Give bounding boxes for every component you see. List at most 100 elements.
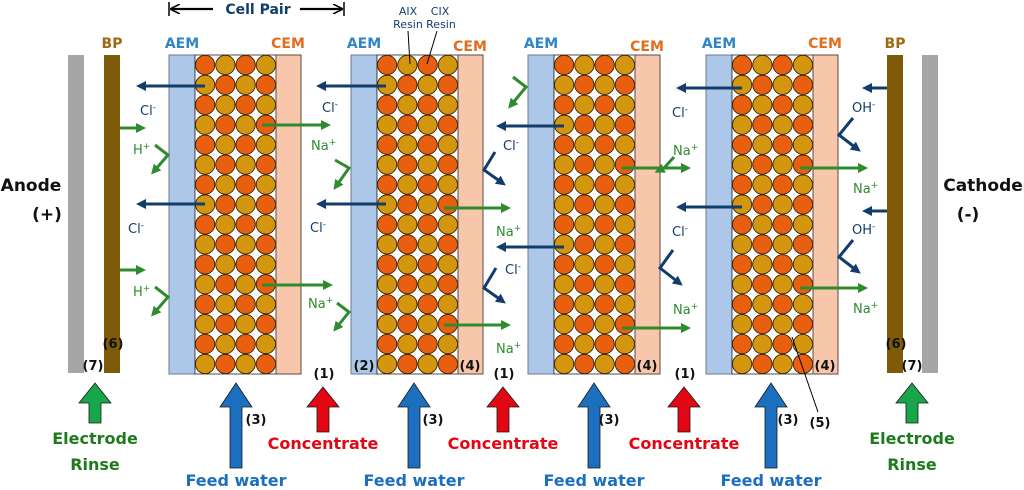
- aix-resin-bead: [397, 54, 418, 76]
- cix-resin-bead: [732, 54, 753, 76]
- aix-resin-bead: [752, 54, 773, 76]
- cix-resin-bead: [437, 154, 458, 175]
- cix-resin-bead: [417, 333, 438, 355]
- cem-label: CEM: [453, 39, 487, 55]
- aix-resin-bead: [772, 194, 793, 215]
- cix-resin-bead: [752, 353, 773, 375]
- ion-label: Na+: [496, 341, 521, 357]
- sodium-rejected-arrow: [508, 75, 529, 109]
- cix-resin-bead: [195, 333, 216, 355]
- aix-resin-bead: [614, 294, 635, 315]
- cix-resin-bead: [792, 114, 813, 135]
- cix-resin-bead: [215, 234, 236, 255]
- cix-resin-bead: [554, 333, 575, 355]
- aix-resin-bead: [554, 234, 575, 255]
- aix-resin-bead: [772, 274, 793, 295]
- ion-label: Na+: [853, 181, 878, 197]
- aix-resin-bead: [235, 74, 256, 96]
- cix-resin-bead: [437, 74, 458, 96]
- cix-resin-bead: [554, 174, 575, 195]
- cix-resin-bead: [437, 234, 458, 255]
- cix-resin-bead: [195, 254, 216, 275]
- cix-resin-bead: [792, 234, 813, 255]
- cix-resin-bead: [255, 234, 276, 255]
- electrode-rinse-arrow: [78, 382, 112, 424]
- cix-resin-bead: [195, 134, 216, 155]
- cix-resin-bead: [752, 194, 773, 215]
- cix-resin-bead: [235, 294, 256, 315]
- cix-resin-bead: [614, 234, 635, 255]
- callout-bipolar-left: (6): [103, 337, 124, 352]
- aix-resin-bead: [215, 254, 236, 275]
- cix-resin-bead: [377, 294, 398, 315]
- cix-resin-bead: [574, 353, 595, 375]
- cix-resin-bead: [594, 294, 615, 315]
- cix-resin-bead: [377, 174, 398, 195]
- cix-resin-bead: [437, 274, 458, 295]
- cix-resin-bead: [574, 114, 595, 135]
- aix-resin-bead: [195, 234, 216, 255]
- aix-resin-bead: [614, 254, 635, 275]
- cix-resin-bead: [752, 154, 773, 175]
- cix-resin-bead: [594, 134, 615, 155]
- aix-resin-bead: [772, 314, 793, 335]
- cix-resin-bead: [554, 54, 575, 76]
- chloride-rejected-arrow: [481, 151, 506, 186]
- cathode-electrode: [922, 55, 938, 373]
- cix-resin-leader: [426, 30, 438, 65]
- aix-resin-bead: [574, 54, 595, 76]
- cix-resin-bead: [772, 54, 793, 76]
- cix-resin-bead: [752, 74, 773, 96]
- aix-resin-bead: [255, 174, 276, 195]
- cix-resin-bead: [417, 214, 438, 235]
- resin-labels: AIX Resin CIX Resin: [393, 5, 456, 65]
- cix-resin-bead: [255, 154, 276, 175]
- cation-exchange-membrane: [457, 54, 484, 375]
- cix-resin-bead: [397, 274, 418, 295]
- aix-resin-bead: [752, 294, 773, 315]
- ion-label: Cl-: [505, 262, 521, 278]
- cell-pair-indicator: Cell Pair: [168, 2, 345, 18]
- aix-resin-bead: [397, 134, 418, 155]
- aix-resin-bead: [215, 333, 236, 355]
- cix-resin-bead: [215, 314, 236, 335]
- cix-resin-bead: [397, 314, 418, 335]
- cix-resin-bead: [417, 254, 438, 275]
- ion-label: H+: [133, 284, 150, 300]
- cix-resin-bead: [614, 353, 635, 375]
- cix-resin-bead: [732, 94, 753, 115]
- aix-resin-bead: [235, 274, 256, 295]
- anion-exchange-membrane: [527, 54, 555, 375]
- cix-resin-bead: [437, 353, 458, 375]
- cix-resin-bead: [732, 333, 753, 355]
- aix-resin-bead: [732, 314, 753, 335]
- resin-leader: [791, 336, 819, 413]
- cix-resin-bead: [377, 333, 398, 355]
- callout-rinse-right: (7): [902, 359, 923, 374]
- aix-resin-bead: [792, 254, 813, 275]
- anode-sign: (+): [32, 205, 62, 225]
- cix-resin-bead: [732, 214, 753, 235]
- chloride-rejected-arrow: [481, 267, 506, 304]
- aix-resin-bead: [594, 194, 615, 215]
- aix-resin-bead: [397, 214, 418, 235]
- aix-resin-bead: [594, 154, 615, 175]
- chloride-rejected-arrow: [657, 249, 683, 286]
- ion-label: Cl-: [140, 103, 156, 119]
- aix-resin-bead: [377, 314, 398, 335]
- concentrate-arrow: [486, 386, 520, 433]
- aix-resin-bead: [235, 114, 256, 135]
- aix-resin-bead: [377, 114, 398, 135]
- ion-label: OH-: [852, 100, 875, 116]
- aem-label: AEM: [524, 36, 558, 52]
- ion-label: Cl-: [322, 100, 338, 116]
- cix-resin-bead: [255, 353, 276, 375]
- cix-resin-bead: [574, 274, 595, 295]
- cix-resin-bead: [195, 174, 216, 195]
- cix-resin-bead: [417, 94, 438, 115]
- cix-resin-bead: [594, 54, 615, 76]
- aix-resin-bead: [397, 294, 418, 315]
- aix-resin-bead: [614, 333, 635, 355]
